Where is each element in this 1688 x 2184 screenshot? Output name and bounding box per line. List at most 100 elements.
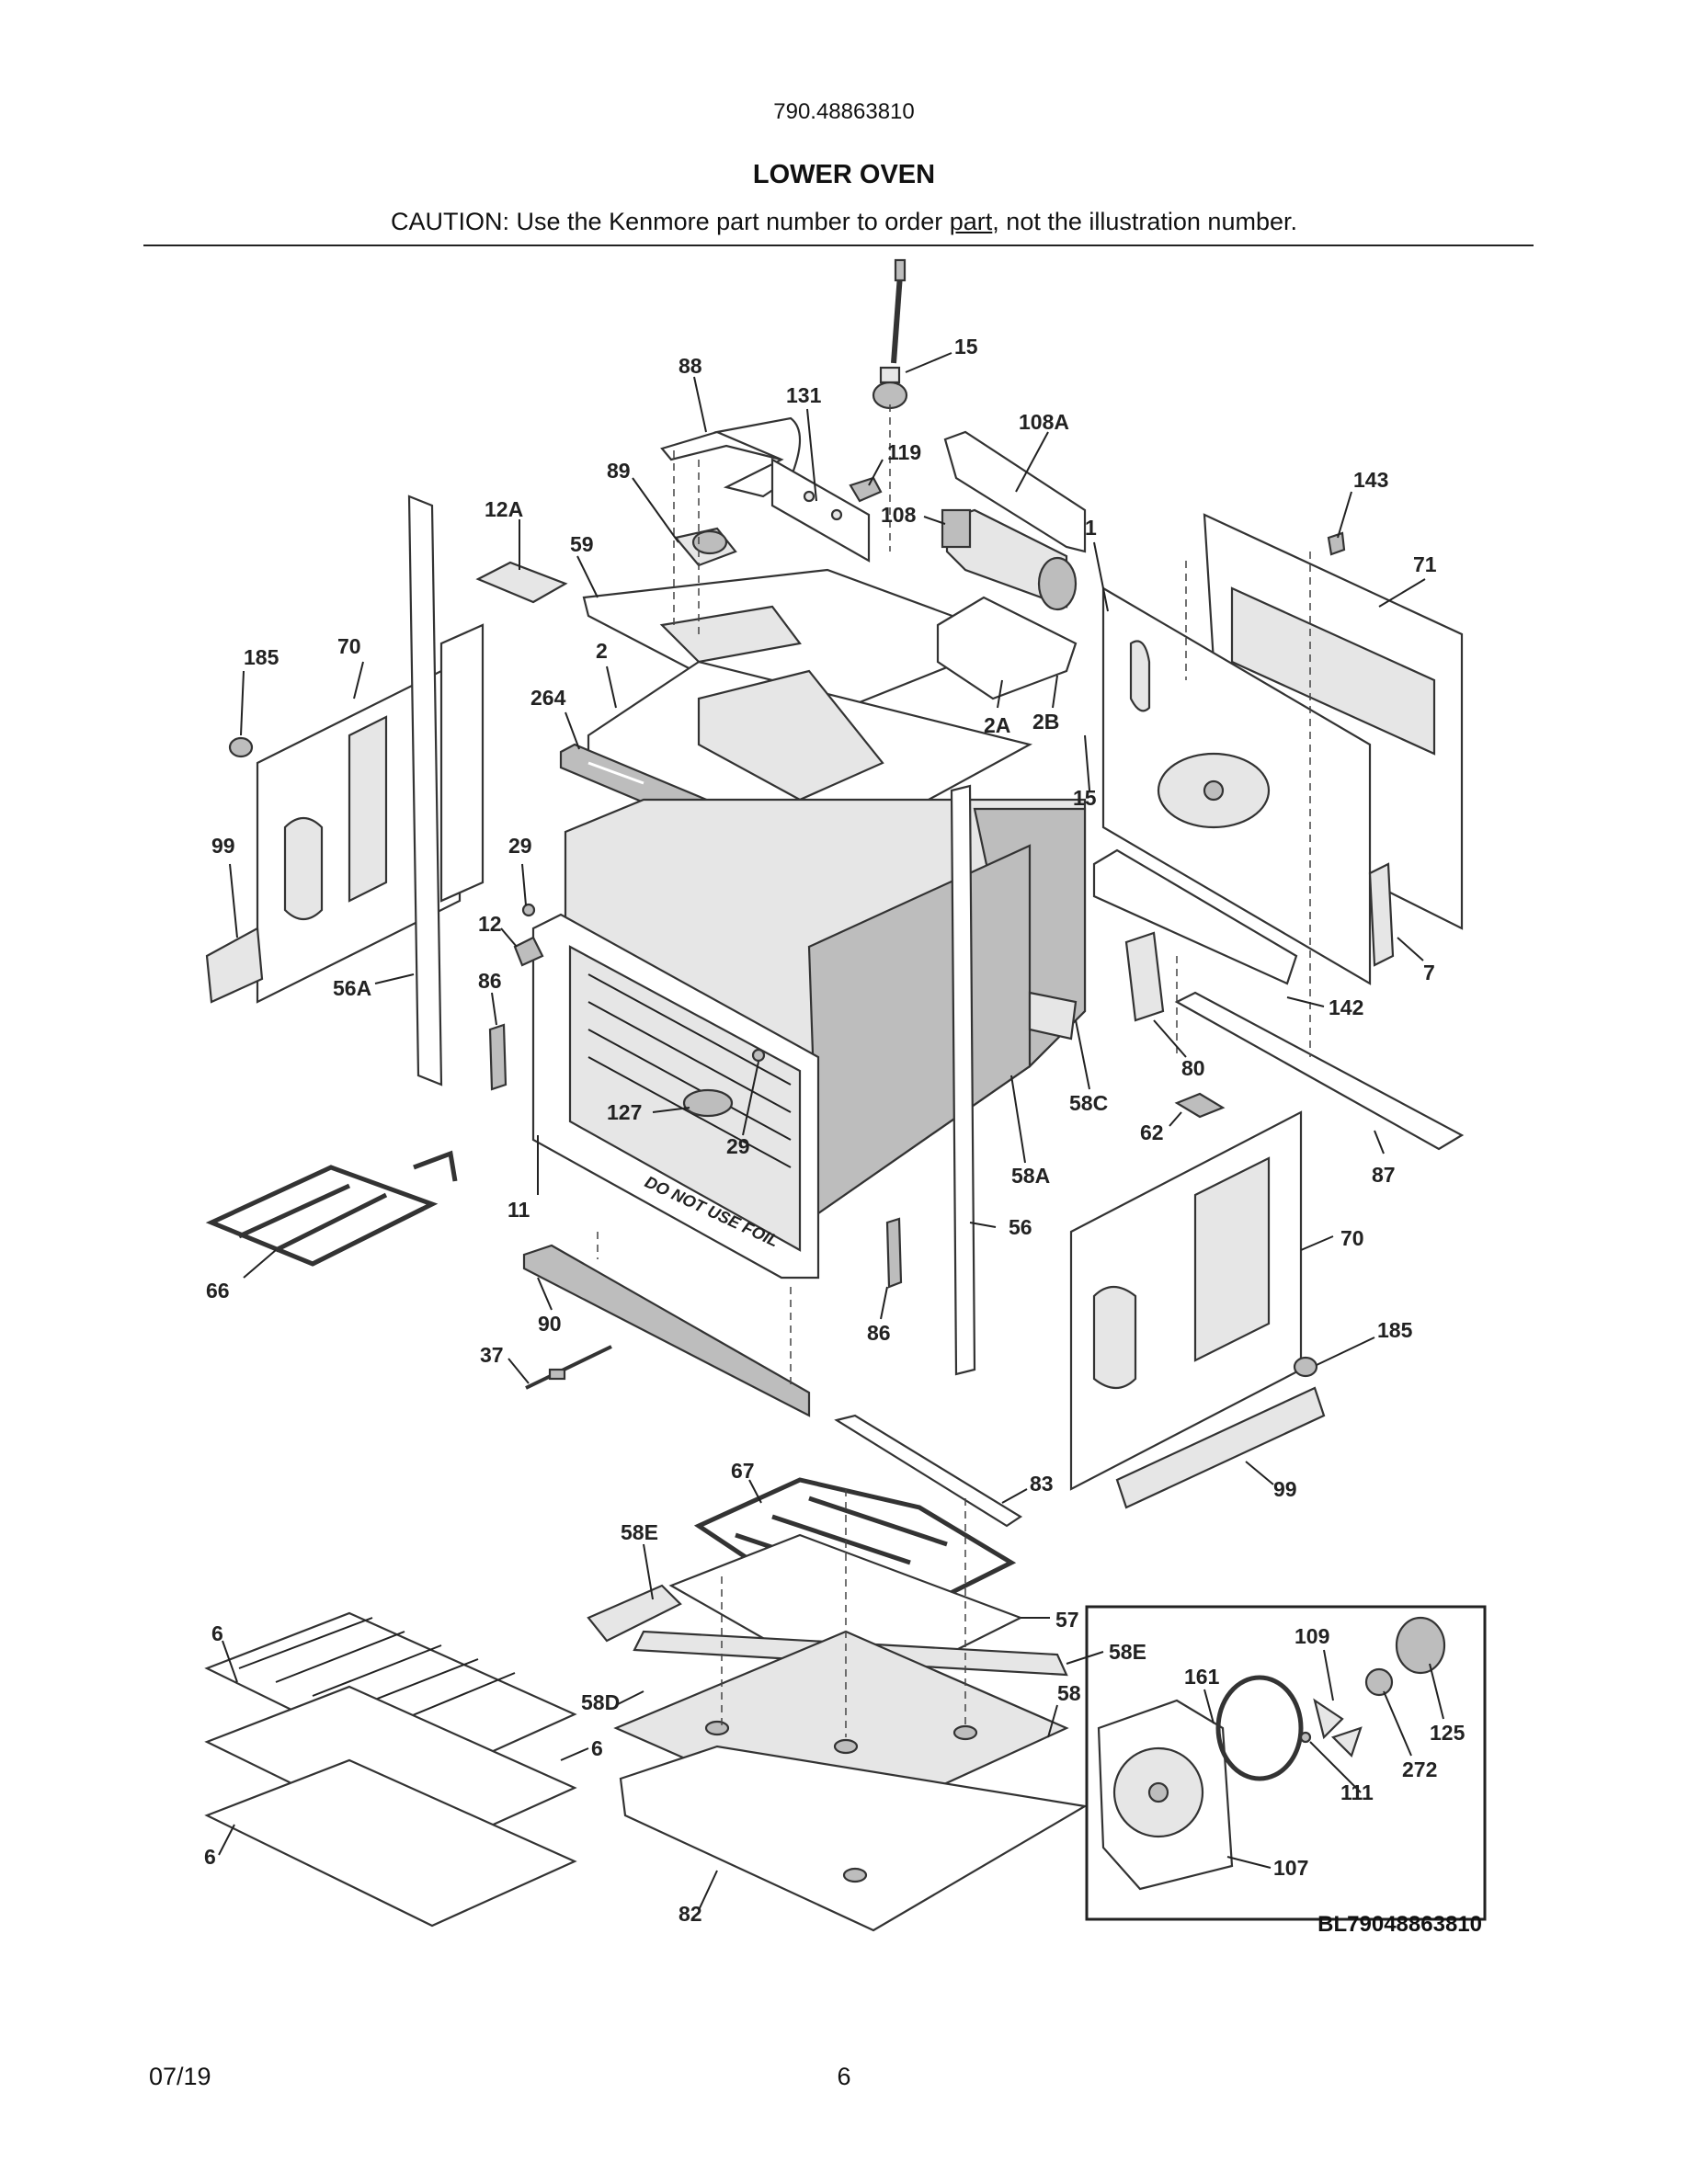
small-fasteners-part: [513, 903, 766, 1063]
footer-date: 07/19: [149, 2063, 211, 2090]
callout-58C: 58C: [1069, 1091, 1108, 1115]
bracket-99-right-part: [1115, 1386, 1326, 1509]
caution-text-start: CAUTION: Use the Kenmore part number to …: [391, 208, 950, 235]
callout-leaders: [218, 352, 1444, 1911]
callout-264: 264: [530, 686, 566, 710]
callout-6-top: 6: [211, 1621, 223, 1645]
callout-87: 87: [1372, 1163, 1396, 1187]
bracket-12A-part: [475, 561, 568, 604]
insulation-58A-58C-part: [1028, 991, 1078, 1041]
callout-71: 71: [1413, 552, 1437, 576]
callout-90: 90: [538, 1312, 562, 1336]
page-title: LOWER OVEN: [752, 160, 936, 189]
callout-185-left: 185: [244, 645, 279, 669]
callout-58D: 58D: [581, 1690, 620, 1714]
callout-6-bottom: 6: [204, 1845, 216, 1869]
bracket-7-part: [1368, 862, 1395, 967]
callout-58E-right: 58E: [1109, 1640, 1146, 1664]
callout-108A: 108A: [1019, 410, 1069, 434]
callout-89: 89: [607, 459, 631, 483]
callout-56: 56: [1009, 1215, 1032, 1239]
callout-80: 80: [1181, 1056, 1205, 1080]
callout-12A: 12A: [485, 497, 523, 521]
callout-131: 131: [786, 383, 822, 407]
temperature-sensor-part: [872, 258, 908, 410]
callout-143: 143: [1353, 468, 1388, 492]
callout-142: 142: [1329, 995, 1363, 1019]
callout-15-rear: 15: [1073, 786, 1097, 810]
convection-cover-127-part: [682, 1088, 734, 1118]
callout-58A: 58A: [1011, 1164, 1050, 1188]
rail-56-part: [950, 784, 976, 1376]
bracket-108A-part: [943, 430, 1087, 553]
callout-119: 119: [887, 440, 921, 464]
callout-2A: 2A: [984, 713, 1010, 737]
callout-70-right: 70: [1340, 1226, 1364, 1250]
bracket-131-part: [770, 458, 871, 563]
cooling-fan-108-part: [941, 508, 1078, 611]
callout-56A: 56A: [333, 976, 371, 1000]
bottom-pan-82-part: [619, 1745, 1089, 1932]
caution-underlined-word: part: [949, 208, 993, 235]
side-panel-70-right-part: [1069, 1110, 1303, 1491]
plug-185-left-part: [228, 736, 254, 758]
header-rule: [143, 245, 1534, 246]
callout-88: 88: [679, 354, 702, 378]
top-shield-59-part: [582, 568, 1005, 728]
sensor-37-part: [525, 1345, 612, 1390]
bracket-80-part: [1124, 931, 1165, 1022]
callout-15-top: 15: [954, 335, 978, 358]
hinge-receiver-86-part: [488, 1023, 903, 1289]
side-panel-70-left-part: [256, 660, 462, 1004]
callout-99-right: 99: [1273, 1477, 1297, 1501]
diagram-reference-code: BL79048863810: [1317, 1912, 1482, 1937]
callout-67: 67: [731, 1459, 755, 1483]
callout-6-middle: 6: [591, 1736, 603, 1760]
callout-99-left: 99: [211, 834, 235, 858]
plug-185-right-part: [1293, 1356, 1318, 1378]
front-trim-90-part: [522, 1244, 811, 1417]
callout-83: 83: [1030, 1472, 1054, 1496]
broil-element-66-part: [205, 1150, 458, 1267]
callout-11: 11: [508, 1198, 530, 1222]
callout-70-left: 70: [337, 634, 361, 658]
callout-161: 161: [1184, 1665, 1220, 1689]
page-number: 6: [837, 2063, 851, 2090]
callout-127: 127: [607, 1100, 642, 1124]
callout-107: 107: [1273, 1856, 1308, 1880]
caution-text-end: , not the illustration number.: [992, 208, 1297, 235]
callout-272: 272: [1402, 1757, 1437, 1781]
callout-66: 66: [206, 1279, 230, 1302]
convection-inset-box: [1085, 1605, 1487, 1921]
model-number: 790.48863810: [773, 99, 915, 124]
switch-119-part: [849, 476, 883, 503]
callout-111: 111: [1340, 1780, 1374, 1804]
bracket-99-left-part: [205, 927, 264, 1004]
terminal-block-62-part: [1174, 1092, 1226, 1119]
rail-87-part: [1174, 991, 1465, 1151]
callout-125: 125: [1430, 1721, 1466, 1745]
callout-58E-left: 58E: [621, 1520, 658, 1544]
callout-82: 82: [679, 1902, 702, 1926]
side-strip-part: [439, 623, 485, 903]
caution-note: CAUTION: Use the Kenmore part number to …: [0, 208, 1688, 236]
vent-2A-2B-part: [936, 596, 1078, 700]
clip-143-part: [1327, 531, 1346, 556]
rear-frame-part: [1101, 586, 1372, 985]
callout-12: 12: [478, 912, 502, 936]
callout-labels: 15 88 131 108A 119 143 89 12A 108 1 71 5…: [204, 335, 1466, 1926]
callout-185-right: 185: [1377, 1318, 1413, 1342]
callout-29-cavity: 29: [726, 1134, 750, 1158]
callout-37: 37: [480, 1343, 504, 1367]
shield-142-part: [1092, 848, 1298, 985]
assembly-guide-lines: [597, 404, 1311, 1737]
callout-109: 109: [1295, 1624, 1329, 1648]
callout-57: 57: [1055, 1608, 1079, 1632]
callout-108: 108: [881, 503, 917, 527]
callout-62: 62: [1140, 1120, 1164, 1144]
callout-7: 7: [1423, 961, 1435, 984]
callout-1: 1: [1085, 516, 1097, 540]
callout-29-top: 29: [508, 834, 532, 858]
oven-racks-6-part: [204, 1611, 577, 1928]
callout-86-bottom: 86: [867, 1321, 891, 1345]
